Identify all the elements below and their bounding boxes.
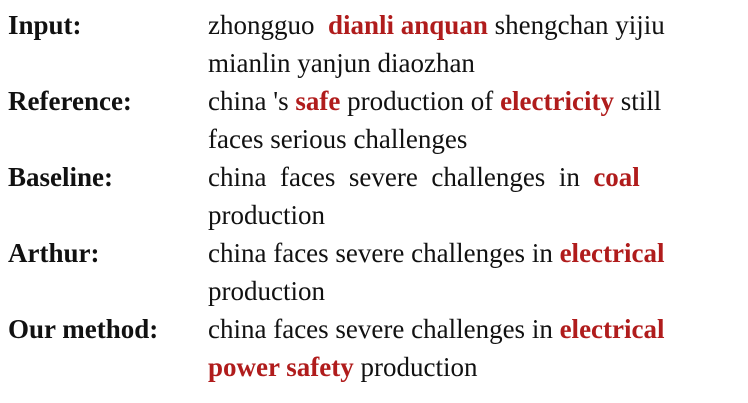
text-segment: faces serious challenges: [208, 124, 468, 154]
text-segment: production: [353, 352, 478, 382]
highlighted-segment: electrical: [559, 238, 665, 268]
text-line: production: [208, 272, 740, 310]
text-segment: shengchan yijiu: [487, 10, 665, 40]
text-segment: production: [208, 276, 325, 306]
row-text: zhongguo dianli anquan shengchan yijiu m…: [208, 6, 740, 82]
comparison-table: Input: zhongguo dianli anquan shengchan …: [8, 6, 740, 386]
row-reference: Reference: china 's safe production of e…: [8, 82, 740, 158]
text-line: china faces severe challenges in electri…: [208, 234, 740, 272]
text-segment: mianlin yanjun diaozhan: [208, 48, 475, 78]
highlighted-segment: coal: [593, 162, 640, 192]
row-label: Baseline:: [8, 162, 113, 192]
highlighted-segment: electricity: [500, 86, 614, 116]
row-baseline: Baseline: china faces severe challenges …: [8, 158, 740, 234]
row-arthur: Arthur: china faces severe challenges in…: [8, 234, 740, 310]
text-line: zhongguo dianli anquan shengchan yijiu: [208, 6, 740, 44]
text-segment: still: [613, 86, 662, 116]
text-segment: production of: [340, 86, 501, 116]
text-line: power safety production: [208, 348, 740, 386]
row-text: china faces severe challenges in electri…: [208, 234, 740, 310]
text-segment: china 's: [208, 86, 296, 116]
text-line: china faces severe challenges in electri…: [208, 310, 740, 348]
row-label: Reference:: [8, 86, 132, 116]
text-line: faces serious challenges: [208, 120, 740, 158]
highlighted-segment: dianli anquan: [327, 10, 488, 40]
highlighted-segment: power safety: [208, 352, 354, 382]
text-line: production: [208, 196, 740, 234]
text-segment: zhongguo: [208, 10, 328, 40]
text-line: china 's safe production of electricity …: [208, 82, 740, 120]
highlighted-segment: safe: [295, 86, 341, 116]
text-segment: china faces severe challenges in: [208, 238, 560, 268]
text-segment: china faces severe challenges in: [208, 162, 594, 192]
text-segment: china faces severe challenges in: [208, 314, 560, 344]
row-label: Our method:: [8, 314, 159, 344]
row-label: Input:: [8, 10, 82, 40]
row-text: china faces severe challenges in coal pr…: [208, 158, 740, 234]
text-line: china faces severe challenges in coal: [208, 158, 740, 196]
row-input: Input: zhongguo dianli anquan shengchan …: [8, 6, 740, 82]
highlighted-segment: electrical: [559, 314, 665, 344]
row-text: china 's safe production of electricity …: [208, 82, 740, 158]
text-line: mianlin yanjun diaozhan: [208, 44, 740, 82]
row-text: china faces severe challenges in electri…: [208, 310, 740, 386]
row-label: Arthur:: [8, 238, 100, 268]
row-our-method: Our method: china faces severe challenge…: [8, 310, 740, 386]
text-segment: production: [208, 200, 325, 230]
